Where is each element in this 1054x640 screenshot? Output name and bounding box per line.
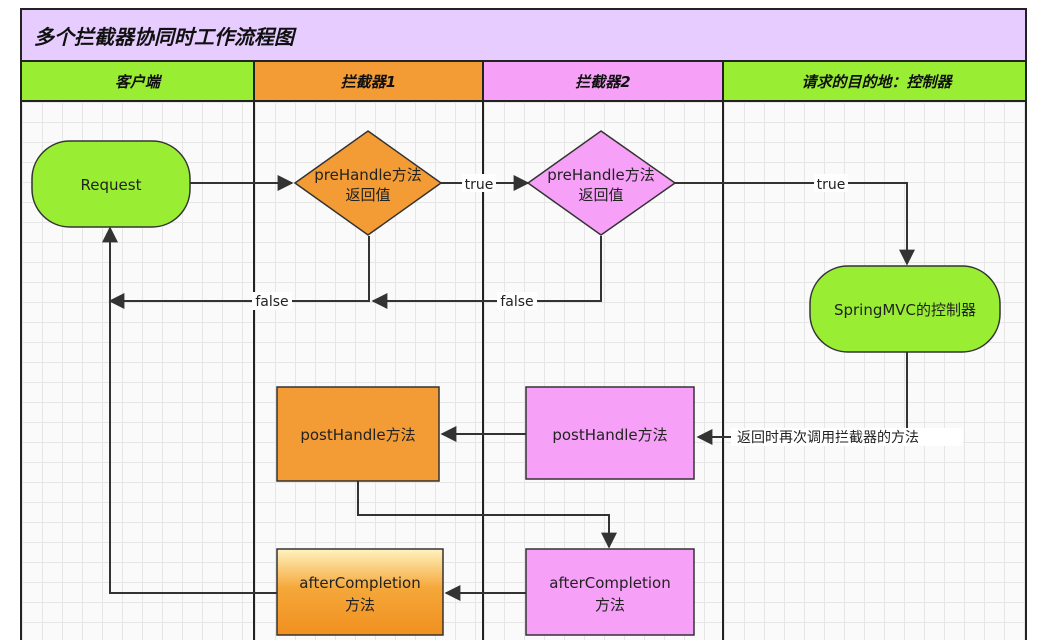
node-controller-label: SpringMVC的控制器 (834, 301, 976, 319)
node-prehandle2-line2: 返回值 (578, 186, 623, 204)
node-controller (809, 265, 1001, 353)
node-aftercompletion2-line1: afterCompletion (549, 574, 670, 592)
lane-header-controller: 请求的目的地：控制器 (724, 62, 1025, 102)
edge-prehandle2-to-controller (675, 182, 915, 266)
edge-controller-return (696, 352, 908, 445)
edge-label-true1: true (465, 177, 494, 193)
node-request (31, 140, 191, 228)
edge-aftercompletion1-to-request (102, 226, 277, 594)
lane-header-interceptor2: 拦截器2 (484, 62, 724, 102)
node-posthandle2-label: postHandle方法 (552, 426, 667, 444)
node-posthandle1 (276, 386, 440, 482)
edge-label-return-note: 返回时再次调用拦截器的方法 (737, 430, 919, 446)
node-aftercompletion2 (525, 548, 695, 636)
diagram-title: 多个拦截器协同时工作流程图 (22, 10, 1025, 62)
lane-header-interceptor1: 拦截器1 (255, 62, 484, 102)
node-aftercompletion1 (276, 548, 444, 636)
edge-prehandle2-false (371, 236, 602, 309)
node-aftercompletion2-line2: 方法 (595, 596, 625, 614)
node-prehandle1 (293, 130, 443, 236)
lane-controller (724, 102, 1025, 640)
node-posthandle1-label: postHandle方法 (300, 426, 415, 444)
edge-label-false2: false (500, 294, 533, 310)
node-prehandle2 (526, 130, 677, 236)
node-prehandle2-line1: preHandle方法 (547, 166, 654, 184)
edge-label-true2: true (817, 177, 846, 193)
edge-label-false1: false (255, 294, 288, 310)
node-posthandle2 (525, 386, 695, 480)
edge-prehandle1-false (108, 236, 370, 309)
edge-posthandle1-to-aftercompletion2 (357, 481, 617, 549)
node-request-label: Request (81, 176, 142, 194)
lane-header-client: 客户端 (22, 62, 255, 102)
node-aftercompletion1-line1: afterCompletion (299, 574, 420, 592)
node-prehandle1-line1: preHandle方法 (314, 166, 421, 184)
node-prehandle1-line2: 返回值 (345, 186, 390, 204)
node-aftercompletion1-line2: 方法 (345, 596, 375, 614)
